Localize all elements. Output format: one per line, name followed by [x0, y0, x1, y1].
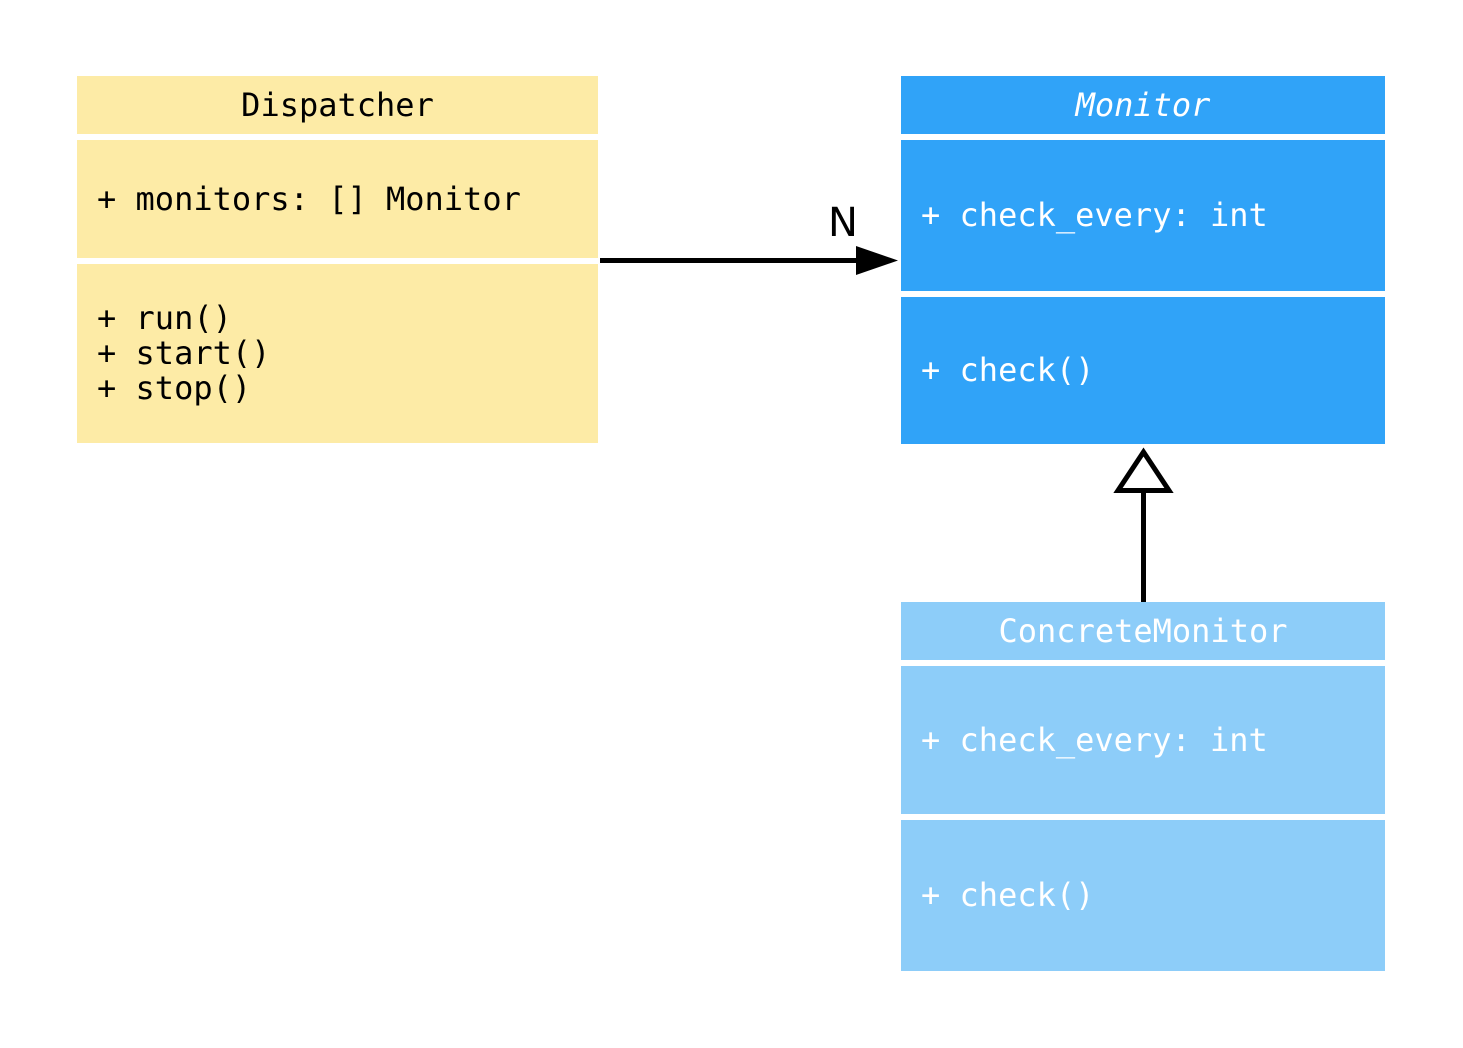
association-edge-dispatcher-monitor: [600, 246, 898, 275]
attributes-section: + check_every: int: [901, 666, 1385, 814]
class-name: Monitor: [1075, 86, 1211, 124]
inheritance-triangle-icon: [1113, 447, 1174, 493]
methods-section: + run() + start() + stop(): [77, 264, 598, 443]
methods-section: + check(): [901, 297, 1385, 444]
method-row: + check(): [921, 351, 1095, 389]
class-title-bar: Dispatcher: [77, 76, 598, 134]
method-row: + stop(): [97, 369, 252, 407]
inheritance-edge-concretemonitor-monitor: [1113, 447, 1174, 602]
class-box-monitor: Monitor + check_every: int + check(): [901, 76, 1385, 444]
class-box-dispatcher: Dispatcher + monitors: [] Monitor + run(…: [77, 76, 598, 443]
class-name: ConcreteMonitor: [998, 612, 1288, 650]
class-title-bar: ConcreteMonitor: [901, 602, 1385, 660]
method-row: + run(): [97, 299, 232, 337]
attribute-row: + check_every: int: [921, 196, 1268, 234]
attributes-section: + check_every: int: [901, 140, 1385, 291]
class-name: Dispatcher: [241, 86, 434, 124]
attribute-row: + check_every: int: [921, 720, 1268, 759]
attributes-section: + monitors: [] Monitor: [77, 140, 598, 258]
class-title-bar: Monitor: [901, 76, 1385, 134]
attribute-row: + monitors: [] Monitor: [97, 179, 521, 218]
method-row: + start(): [97, 334, 271, 372]
class-box-concrete-monitor: ConcreteMonitor + check_every: int + che…: [901, 602, 1385, 971]
method-row: + check(): [921, 876, 1095, 914]
association-arrowhead-icon: [856, 246, 898, 275]
methods-section: + check(): [901, 820, 1385, 971]
edge-multiplicity-label: N: [828, 200, 858, 246]
